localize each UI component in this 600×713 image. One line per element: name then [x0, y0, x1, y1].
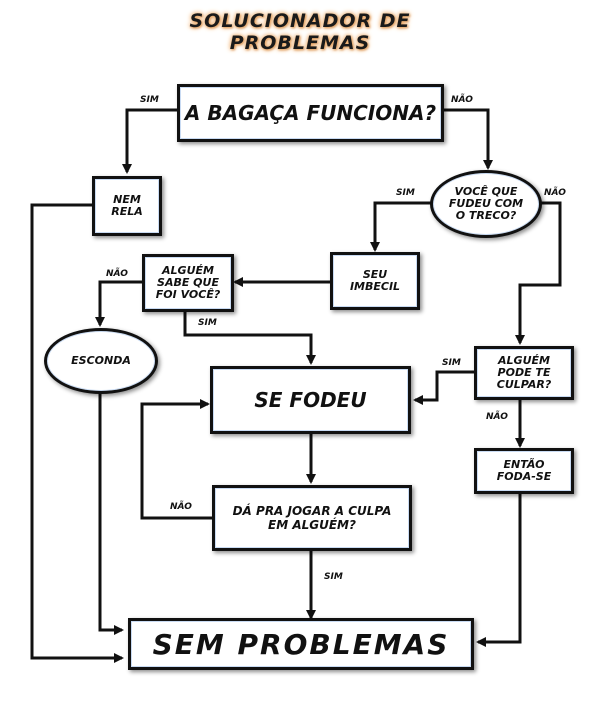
label-voce-sim: SIM [396, 188, 415, 198]
node-label: VOCÊ QUE FUDEU COM O TRECO? [448, 185, 524, 222]
title-line-1: SOLUCIONADOR DE [189, 10, 411, 32]
node-entao-foda-se: ENTÃO FODA-SE [474, 448, 574, 494]
node-se-fodeu: SE FODEU [210, 366, 411, 434]
edge-start-nao [443, 108, 493, 170]
node-alguem-sabe: ALGUÉM SABE QUE FOI VOCÊ? [142, 254, 234, 312]
node-label: DÁ PRA JOGAR A CULPA EM ALGUÉM? [232, 504, 392, 532]
label-start-nao: NÃO [451, 95, 473, 105]
diagram-title: SOLUCIONADOR DE PROBLEMAS [150, 10, 450, 54]
title-line-2: PROBLEMAS [229, 32, 371, 54]
node-label: SE FODEU [254, 388, 367, 412]
node-label: ALGUÉM SABE QUE FOI VOCÊ? [155, 264, 221, 301]
node-sem-problemas: SEM PROBLEMAS [128, 618, 474, 670]
label-culpar-nao: NÃO [486, 412, 508, 422]
label-sabe-sim: SIM [198, 318, 217, 328]
node-label: NEM RELA [111, 193, 143, 218]
node-voce-fudeu: VOCÊ QUE FUDEU COM O TRECO? [430, 170, 542, 238]
edge-jogar-nao [140, 399, 212, 520]
edge-sabe-sim [183, 310, 316, 365]
node-label: ALGUÉM PODE TE CULPAR? [496, 354, 552, 391]
edge-start-sim [122, 108, 178, 174]
label-jogar-sim: SIM [324, 572, 343, 582]
edge-culpar-sim [413, 370, 475, 405]
edge-sabe-nao [95, 280, 142, 327]
label-culpar-sim: SIM [442, 358, 461, 368]
label-start-sim: SIM [140, 95, 159, 105]
label-sabe-nao: NÃO [106, 269, 128, 279]
node-label: SEM PROBLEMAS [152, 627, 450, 661]
node-label: ESCONDA [71, 354, 131, 367]
node-alguem-culpar: ALGUÉM PODE TE CULPAR? [474, 346, 574, 400]
edge-esconda-sem [98, 392, 124, 635]
node-nem-rela: NEM RELA [92, 176, 162, 236]
edge-entao-sem [476, 492, 522, 647]
node-label: A BAGAÇA FUNCIONA? [184, 101, 437, 125]
label-voce-nao: NÃO [544, 188, 566, 198]
node-bagaca-funciona: A BAGAÇA FUNCIONA? [177, 84, 444, 142]
node-label: SEU IMBECIL [349, 268, 401, 293]
node-seu-imbecil: SEU IMBECIL [330, 252, 420, 310]
node-jogar-culpa: DÁ PRA JOGAR A CULPA EM ALGUÉM? [212, 485, 412, 551]
node-label: ENTÃO FODA-SE [496, 458, 552, 483]
label-jogar-nao: NÃO [170, 502, 192, 512]
edge-voce-sim [370, 201, 432, 252]
edge-nemrela-sem [30, 203, 124, 663]
node-esconda: ESCONDA [44, 328, 158, 394]
edge-voce-nao [515, 201, 562, 345]
